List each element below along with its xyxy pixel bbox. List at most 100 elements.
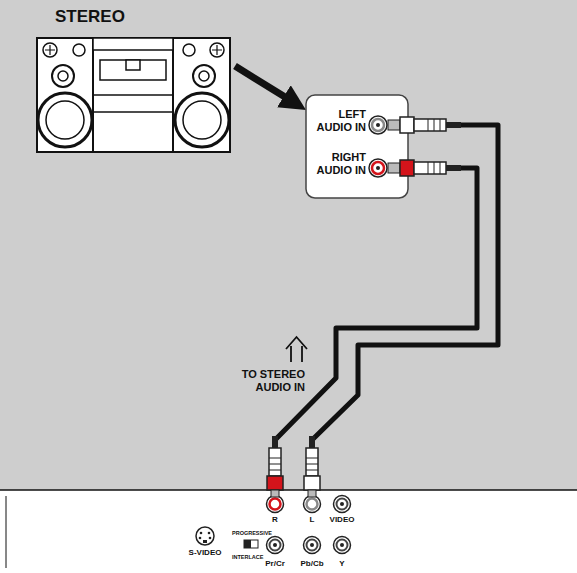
plug-sleeve — [388, 163, 400, 173]
jack-label: R — [272, 515, 278, 525]
plug-tail — [309, 436, 315, 448]
stereo-top-band — [93, 38, 173, 50]
woofer — [175, 93, 229, 147]
jack-ring — [270, 499, 281, 510]
jack-pin — [340, 502, 344, 506]
jack-pin — [376, 166, 380, 170]
tweeter — [52, 65, 74, 87]
s-video-jack — [196, 527, 214, 545]
plug-collar — [267, 476, 283, 490]
jack — [369, 116, 387, 134]
double-arrow-head — [286, 337, 307, 349]
jack-ring — [307, 499, 318, 510]
jack-pin — [209, 537, 212, 540]
audio-input-panel: LEFT AUDIO IN RIGHT AUDIO IN — [306, 95, 408, 198]
jack-ring — [307, 540, 318, 551]
plug-sleeve — [271, 490, 279, 497]
knob — [210, 43, 224, 57]
switch-label: INTERLACE — [232, 554, 263, 561]
jack-label: Pb/Cb — [300, 559, 323, 569]
plug-body — [306, 448, 318, 476]
plug-tail — [446, 122, 461, 128]
double-arrow-shaft — [291, 346, 302, 362]
input-panel-illustration — [306, 95, 461, 198]
plug-collar — [304, 476, 320, 490]
plug-body — [414, 119, 446, 131]
signal-arrow — [235, 66, 306, 110]
jack-pin — [208, 532, 211, 535]
rear-plugs — [267, 436, 320, 497]
jack — [369, 159, 387, 177]
jack — [267, 496, 284, 513]
plug-ridges — [306, 458, 318, 470]
jack-label: LEFT AUDIO IN — [310, 108, 366, 134]
jack — [304, 537, 321, 554]
direction-arrow — [286, 337, 307, 362]
rear-panel — [0, 490, 577, 573]
jack — [304, 496, 321, 513]
jack — [334, 537, 351, 554]
tweeter-cone — [58, 71, 68, 81]
jack-key — [203, 540, 207, 543]
knob-mark — [45, 45, 55, 55]
jack-ring — [337, 499, 348, 510]
jack-pin — [200, 532, 203, 535]
switch-label: PROGRESSIVE — [232, 530, 272, 537]
jack-pin — [310, 543, 314, 547]
plug-ridges — [428, 119, 440, 131]
player-rear-panel — [0, 490, 577, 573]
jack-ring — [337, 540, 348, 551]
jack-label: S-VIDEO — [189, 548, 222, 558]
woofer-cone — [46, 101, 84, 139]
stereo-line — [93, 111, 173, 113]
switch-slider — [244, 540, 251, 548]
jack-label: Y — [339, 559, 344, 569]
stereo-line — [93, 94, 173, 96]
rear-panel-edge — [0, 489, 577, 491]
plug-body — [414, 162, 446, 174]
jack-pin — [340, 543, 344, 547]
jack-label: L — [310, 515, 315, 525]
plug-sleeve — [388, 120, 400, 130]
tape-deck — [100, 60, 166, 80]
jack-label: VIDEO — [330, 515, 355, 525]
knob — [73, 44, 85, 56]
jack-label: Pr/Cr — [265, 559, 285, 569]
knob — [183, 44, 195, 56]
rear-panel-edge — [6, 496, 7, 568]
player-rear-panel: R L VIDEO S-VIDEO PROGRESSIVE INTERLACEPr/Cr P… — [0, 490, 577, 573]
stereo-unit: STEREO — [30, 4, 235, 154]
jack-ring — [372, 119, 384, 131]
stereo-illustration — [37, 38, 230, 152]
jack — [334, 496, 351, 513]
tweeter — [193, 65, 215, 87]
plug-collar — [400, 160, 414, 176]
knob — [43, 43, 57, 57]
tape-window — [126, 60, 140, 70]
unit-title: STEREO — [55, 7, 125, 27]
direction-label: TO STEREO AUDIO IN — [225, 368, 305, 394]
jack-pin — [376, 123, 380, 127]
plug-sleeve — [308, 490, 316, 497]
jack-ring — [270, 540, 281, 551]
scan-switch — [244, 540, 258, 548]
jack-pin — [199, 537, 202, 540]
audio-cable — [275, 168, 477, 490]
jack-ring — [372, 162, 384, 174]
tweeter-cone — [199, 71, 209, 81]
woofer-cone — [183, 101, 221, 139]
knob-mark — [212, 45, 222, 55]
input-panel — [306, 95, 408, 198]
plug-tail — [272, 436, 278, 448]
jack — [267, 537, 284, 554]
jack-pin — [273, 543, 277, 547]
jack-label: RIGHT AUDIO IN — [310, 151, 366, 177]
plug-ridges — [428, 162, 440, 174]
plug-tail — [446, 165, 461, 171]
woofer — [38, 93, 92, 147]
stereo-body — [37, 38, 230, 152]
plug-ridges — [269, 458, 281, 470]
plug-collar — [400, 117, 414, 133]
